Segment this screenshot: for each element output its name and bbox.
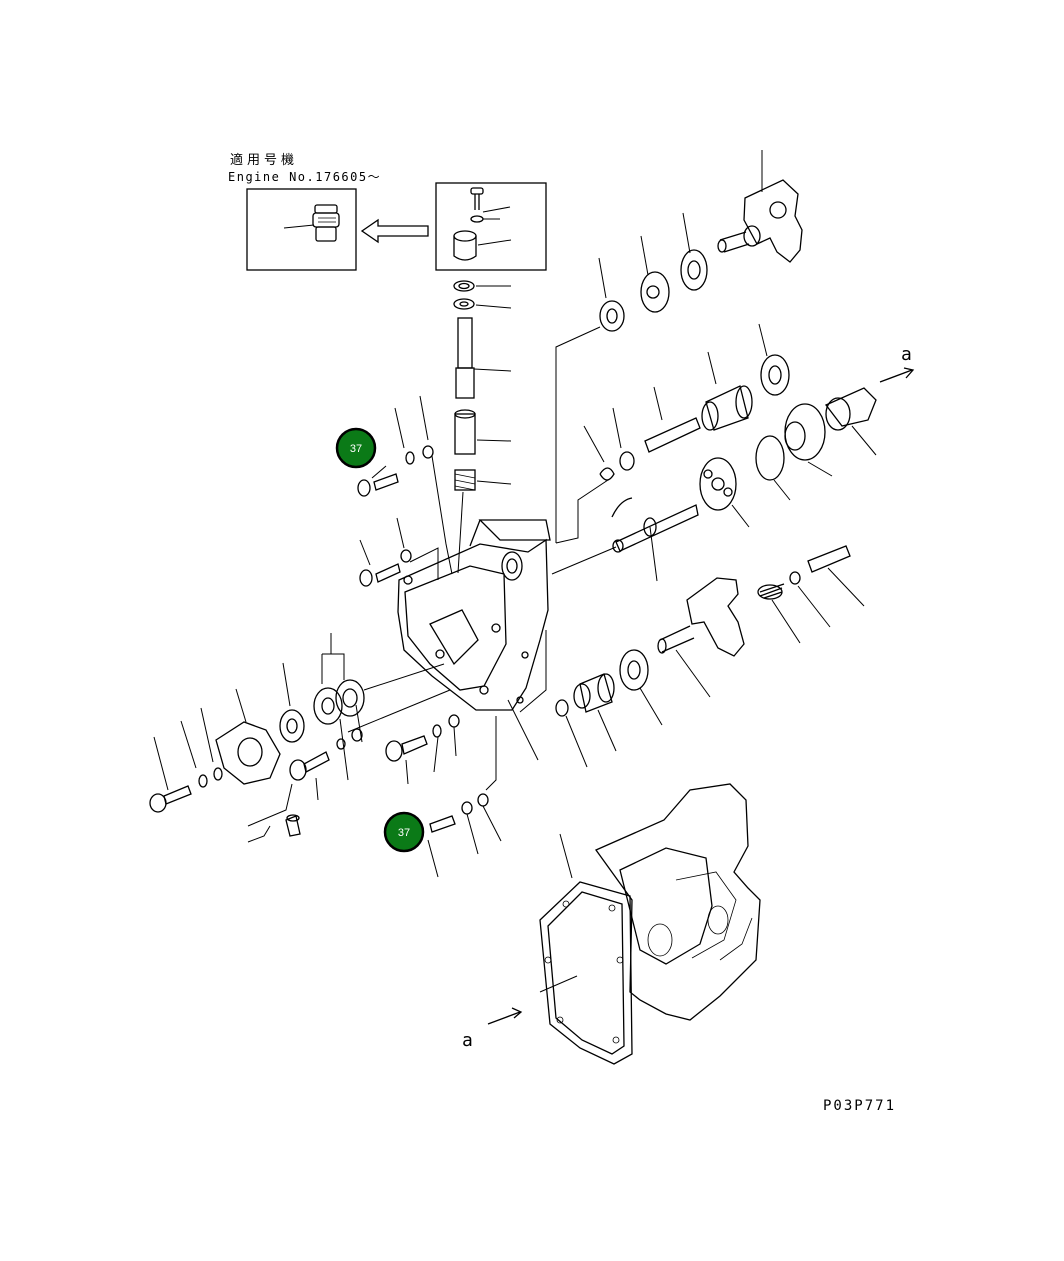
gasket-and-case: a [462, 783, 761, 1065]
callout-37-lower-label: 37 [398, 827, 410, 839]
view-marker-bottom: a [462, 1030, 473, 1051]
engine-number-label: Engine No.176605～ [228, 170, 381, 184]
inset-box-new [246, 188, 357, 271]
coupling-left [149, 633, 451, 813]
callout-37-lower[interactable]: 37 [383, 811, 425, 853]
replacement-arrow [360, 218, 429, 244]
plunger-stack [453, 280, 512, 574]
idler-gear-lower [555, 649, 663, 768]
drawing-code: P03P771 [823, 1098, 896, 1114]
view-marker-top: a [901, 344, 912, 365]
bolt-set-upper [357, 395, 453, 587]
pump-housing [397, 519, 551, 761]
bolt-set-lower [247, 704, 502, 878]
callout-37-upper-label: 37 [350, 443, 362, 455]
gear-pair-upper [555, 212, 708, 543]
applicability-label: 適用号機 [230, 152, 298, 168]
gear-bearing-right: a [699, 344, 915, 528]
governor-linkage-right [657, 545, 865, 698]
callout-37-upper[interactable]: 37 [335, 427, 377, 469]
shaft-row-middle [555, 323, 790, 544]
governor-bracket-upper [717, 150, 803, 263]
inset-box-old [435, 182, 547, 271]
shaft-lower [551, 504, 699, 582]
